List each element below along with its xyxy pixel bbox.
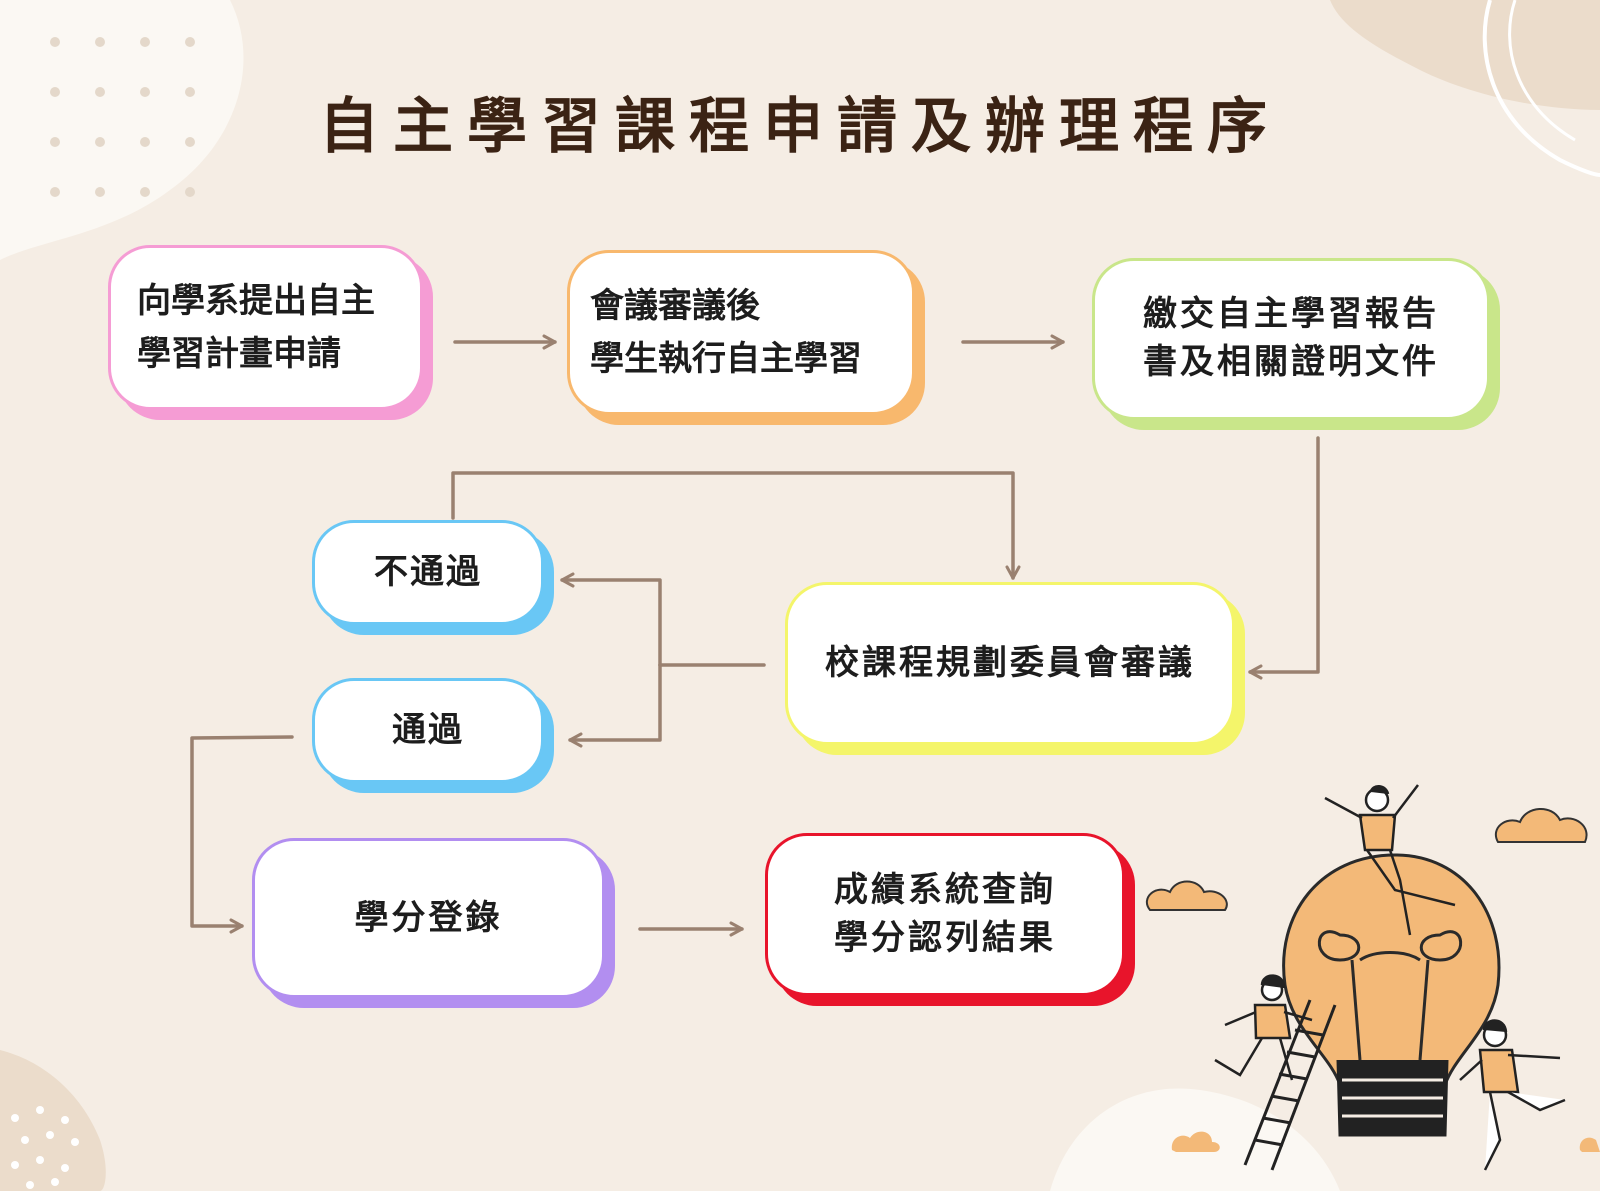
- arrow-submit-to-review: [1248, 436, 1320, 680]
- node-result-line-1: 成績系統查詢: [834, 869, 1056, 910]
- cloud-icon: [1171, 1131, 1600, 1152]
- node-pass: 通過: [312, 678, 554, 793]
- ladder-icon: [1243, 999, 1337, 1171]
- node-apply-line-1: 向學系提出自主: [137, 280, 375, 321]
- lightbulb-icon: [1282, 853, 1501, 1137]
- node-apply: 向學系提出自主 學習計畫申請: [108, 245, 433, 420]
- person-icon: [1324, 784, 1456, 936]
- node-submit-line-1: 繳交自主學習報告: [1143, 294, 1439, 335]
- dot-grid: [50, 37, 195, 197]
- node-execute-line-1: 會議審議後: [590, 285, 760, 326]
- node-fail: 不通過: [312, 520, 554, 635]
- arrow-review-to-pass: [568, 663, 662, 748]
- node-review: 校課程規劃委員會審議: [785, 582, 1245, 755]
- page-title: 自主學習課程申請及辦理程序: [319, 92, 1281, 162]
- node-credit: 學分登錄: [252, 838, 615, 1008]
- node-result-line-2: 學分認列結果: [834, 917, 1056, 958]
- arrow-fail-to-review: [451, 471, 1021, 580]
- arrow-review-to-fail: [560, 572, 662, 667]
- node-result: 成績系統查詢 學分認列結果: [765, 833, 1135, 1006]
- node-submit: 繳交自主學習報告 書及相關證明文件: [1092, 258, 1500, 430]
- arrow-pass-to-credit: [190, 735, 294, 934]
- node-fail-label: 不通過: [374, 552, 482, 593]
- person-icon: [1214, 974, 1313, 1081]
- cloud-icon: [1145, 880, 1228, 911]
- dot-grid-bottom: [11, 1106, 79, 1189]
- person-icon: [1459, 1019, 1566, 1171]
- node-execute-line-2: 學生執行自主學習: [590, 338, 862, 379]
- node-credit-label: 學分登錄: [354, 897, 503, 938]
- node-submit-line-2: 書及相關證明文件: [1143, 342, 1439, 382]
- node-review-label: 校課程規劃委員會審議: [825, 643, 1195, 684]
- node-apply-line-2: 學習計畫申請: [137, 333, 341, 374]
- node-execute: 會議審議後 學生執行自主學習: [567, 250, 925, 425]
- cloud-icon: [1495, 808, 1588, 843]
- node-pass-label: 通過: [392, 710, 464, 751]
